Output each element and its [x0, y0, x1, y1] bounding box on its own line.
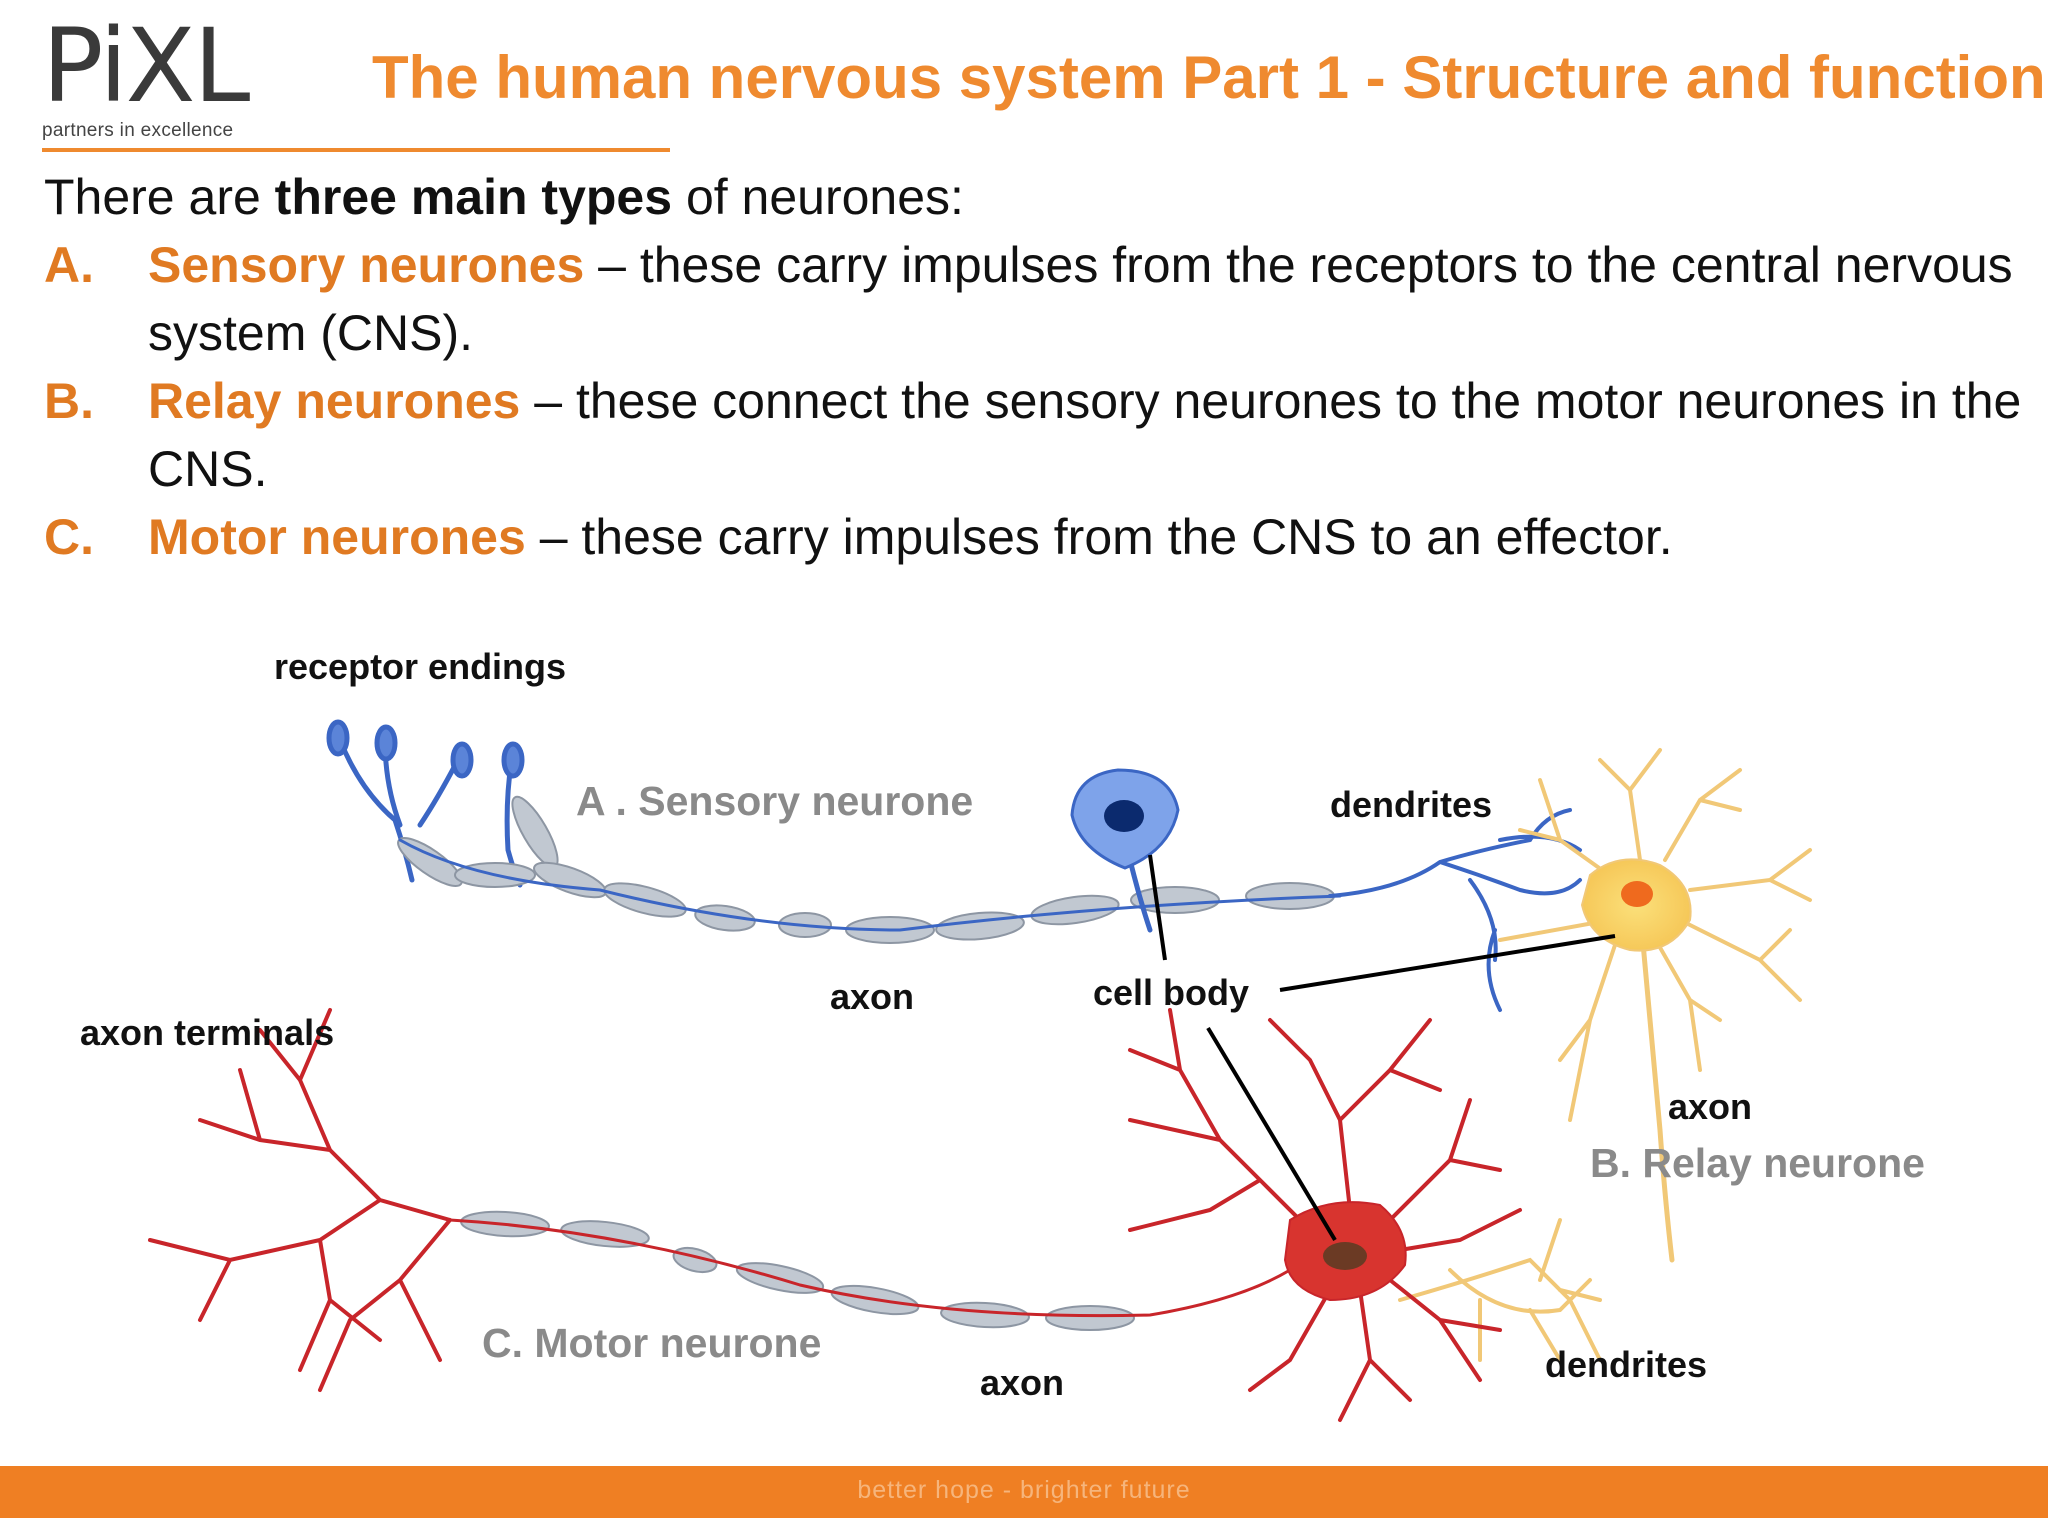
logo-tagline: partners in excellence: [42, 120, 234, 141]
neurone-illustration: [148, 719, 1812, 1422]
list-item: A. Sensory neurones – these carry impuls…: [44, 231, 2024, 367]
caption-sensory-neurone: A . Sensory neurone: [576, 778, 974, 824]
motor-axon-line: [448, 1218, 1292, 1318]
label-dendrites-top: dendrites: [1330, 784, 1493, 825]
label-axon-relay: axon: [1668, 1086, 1753, 1127]
label-pointers: [1148, 854, 1616, 1242]
intro-post: of neurones:: [672, 169, 964, 225]
label-receptor-endings: receptor endings: [274, 646, 567, 687]
footer-bar: better hope - brighter future: [0, 1466, 2048, 1518]
list-item: C. Motor neurones – these carry impulses…: [44, 503, 2024, 571]
relay-nucleus: [1621, 881, 1653, 907]
label-dendrites-bottom: dendrites: [1545, 1344, 1708, 1385]
label-axon-motor: axon: [980, 1362, 1065, 1403]
intro-line: There are three main types of neurones:: [44, 163, 2024, 231]
relay-neurone: [1398, 748, 1812, 1362]
motor-neurone: [148, 1008, 1522, 1422]
item-text-wrap: Motor neurones – these carry impulses fr…: [148, 503, 1673, 571]
item-keyword: Sensory neurones: [148, 237, 585, 293]
neurone-diagram: receptor endings A . Sensory neurone den…: [0, 600, 2048, 1470]
slide-title: The human nervous system Part 1 - Struct…: [372, 44, 2046, 111]
item-marker: C.: [44, 509, 94, 565]
caption-motor-neurone: C. Motor neurone: [482, 1320, 822, 1366]
intro-bold: three main types: [274, 169, 673, 225]
item-text: – these carry impulses from the receptor…: [148, 237, 2013, 361]
item-marker: A.: [44, 237, 94, 293]
caption-relay-neurone: B. Relay neurone: [1590, 1140, 1925, 1186]
title-underline: [42, 148, 670, 152]
motor-dendrites: [1128, 1008, 1522, 1422]
motor-axon-terminals: [148, 1008, 452, 1392]
sensory-soma-stalk: [1127, 857, 1153, 933]
label-cell-body: cell body: [1093, 972, 1250, 1013]
item-text: – these carry impulses from the CNS to a…: [525, 509, 1673, 565]
list-item: B. Relay neurones – these connect the se…: [44, 367, 2024, 503]
sensory-dendrites: [1328, 808, 1582, 1012]
footer-tagline: better hope - brighter future: [857, 1476, 1191, 1504]
item-text-wrap: Sensory neurones – these carry impulses …: [148, 231, 2024, 367]
motor-axon-myelin: [460, 1210, 1135, 1331]
item-text: – these connect the sensory neurones to …: [148, 373, 2022, 497]
sensory-nucleus: [1104, 800, 1144, 832]
receptor-endings: [326, 719, 525, 888]
pixl-logo: PiXL partners in excellence: [42, 7, 250, 142]
intro-pre: There are: [44, 169, 275, 225]
label-axon-terminals: axon terminals: [80, 1012, 335, 1053]
item-keyword: Motor neurones: [148, 509, 526, 565]
motor-nucleus: [1323, 1242, 1367, 1270]
item-text-wrap: Relay neurones – these connect the senso…: [148, 367, 2024, 503]
logo-wordmark: PiXL: [42, 7, 250, 126]
slide-body: There are three main types of neurones: …: [44, 163, 2024, 571]
sensory-axon-line: [398, 838, 1342, 932]
sensory-neurone: [326, 719, 1582, 1012]
item-marker: B.: [44, 373, 94, 429]
label-axon-sensory: axon: [830, 976, 915, 1017]
item-keyword: Relay neurones: [148, 373, 521, 429]
